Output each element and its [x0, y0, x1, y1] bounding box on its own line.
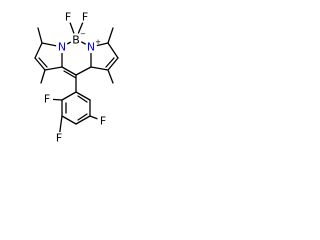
- svg-text:F: F: [56, 132, 62, 145]
- bond-meso-left-inner: [63, 70, 77, 79]
- bond-aryl-inner-2: [77, 113, 88, 121]
- bond-alpha-beta-left: [34, 42, 43, 59]
- bond-aryl-inner-3: [77, 95, 88, 103]
- bond-methyl-beta-left: [40, 69, 46, 84]
- fluorine-para-label: F: [53, 132, 65, 145]
- svg-text:+: +: [95, 38, 101, 46]
- bond-alpha-beta-right: [107, 42, 119, 59]
- fluorine-right-label: F: [79, 11, 91, 24]
- bond-beta-beta-left-inner: [38, 57, 48, 68]
- bond-beta-cipso-right: [90, 66, 109, 71]
- bond-beta-cipso-left: [44, 66, 63, 71]
- svg-text:F: F: [100, 115, 106, 128]
- nitrogen-right-label: N +: [85, 38, 101, 54]
- bond-meso-right: [75, 66, 92, 76]
- bond-beta-beta-right-inner: [105, 57, 115, 68]
- svg-text:−: −: [80, 30, 86, 38]
- bond-methyl-alpha-right: [107, 27, 114, 44]
- boron-label: B −: [70, 30, 86, 47]
- bond-lines: [34, 16, 119, 139]
- bond-aryl-1: [61, 91, 77, 101]
- bond-meso-left: [61, 66, 77, 76]
- svg-text:F: F: [65, 11, 71, 24]
- bond-methyl-beta-right: [107, 69, 114, 84]
- fluorine-meta-label: F: [97, 115, 109, 128]
- svg-text:N: N: [58, 41, 66, 54]
- bond-aryl-4: [75, 115, 91, 125]
- svg-text:F: F: [44, 93, 50, 106]
- bond-aryl-3: [61, 115, 77, 125]
- bond-methyl-alpha-left: [37, 27, 43, 44]
- bodipy-structure-diagram: F F B − N N + F F F: [34, 11, 119, 145]
- svg-text:N: N: [87, 41, 95, 54]
- atom-labels: F F B − N N + F F F: [41, 11, 109, 145]
- bond-beta-beta-left: [34, 57, 46, 71]
- fluorine-left-label: F: [62, 11, 74, 24]
- nitrogen-left-label: N: [56, 41, 68, 54]
- svg-text:F: F: [82, 11, 88, 24]
- bond-aryl-6: [75, 91, 91, 101]
- svg-text:B: B: [72, 34, 80, 47]
- bond-beta-beta-right: [107, 57, 119, 71]
- fluorine-ortho-label: F: [41, 93, 53, 106]
